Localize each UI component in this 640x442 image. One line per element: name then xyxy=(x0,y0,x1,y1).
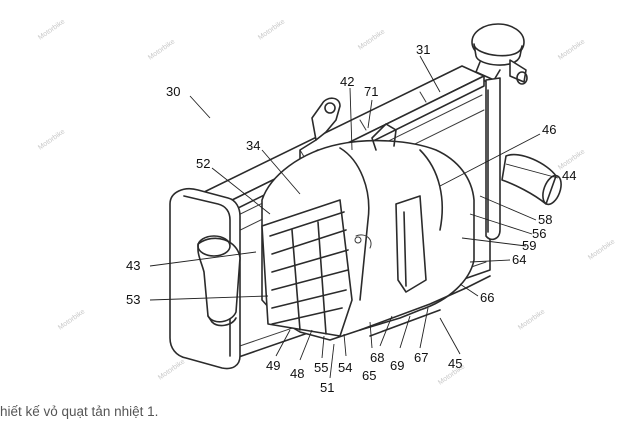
ref-58: 58 xyxy=(538,212,552,227)
louvered-grille xyxy=(261,199,353,337)
ref-71: 71 xyxy=(364,84,378,99)
svg-text:Motorbike: Motorbike xyxy=(517,308,546,331)
svg-text:Motorbike: Motorbike xyxy=(37,128,66,151)
ref-66: 66 xyxy=(480,290,494,305)
ref-65: 65 xyxy=(362,368,376,383)
ref-31: 31 xyxy=(416,42,430,57)
ref-69: 69 xyxy=(390,358,404,373)
ref-52: 52 xyxy=(196,156,210,171)
ref-49: 49 xyxy=(266,358,280,373)
outlet-hose-44 xyxy=(501,153,562,206)
ref-45: 45 xyxy=(448,356,462,371)
svg-text:Motorbike: Motorbike xyxy=(147,38,176,61)
ref-42: 42 xyxy=(340,74,354,89)
radiator-patent-figure: Motorbike Motorbike Motorbike Motorbike … xyxy=(37,18,616,395)
ref-53: 53 xyxy=(126,292,140,307)
ref-30: 30 xyxy=(166,84,180,99)
ref-55: 55 xyxy=(314,360,328,375)
radiator-cap xyxy=(471,23,528,85)
svg-text:Motorbike: Motorbike xyxy=(57,308,86,331)
ref-54: 54 xyxy=(338,360,352,375)
ref-59: 59 xyxy=(522,238,536,253)
svg-text:Motorbike: Motorbike xyxy=(557,38,586,61)
ref-48: 48 xyxy=(290,366,304,381)
ref-67: 67 xyxy=(414,350,428,365)
svg-text:Motorbike: Motorbike xyxy=(37,18,66,41)
svg-text:Motorbike: Motorbike xyxy=(157,358,186,381)
ref-44: 44 xyxy=(562,168,576,183)
ref-64: 64 xyxy=(512,252,526,267)
svg-text:Motorbike: Motorbike xyxy=(257,18,286,41)
leader-lines xyxy=(149,55,559,379)
side-duct xyxy=(395,195,427,293)
ref-56: 56 xyxy=(532,226,546,241)
ref-68: 68 xyxy=(370,350,384,365)
ref-51: 51 xyxy=(320,380,334,395)
svg-text:Motorbike: Motorbike xyxy=(587,238,616,261)
ref-46: 46 xyxy=(542,122,556,137)
bottom-bracket xyxy=(359,275,491,337)
reference-numerals: 30 31 34 42 43 44 45 46 48 49 51 52 53 5… xyxy=(126,42,576,395)
ref-43: 43 xyxy=(126,258,140,273)
ref-34: 34 xyxy=(246,138,260,153)
figure-caption: hiết kế vỏ quạt tản nhiệt 1. xyxy=(0,404,159,419)
inlet-hose-43 xyxy=(197,235,241,327)
svg-text:Motorbike: Motorbike xyxy=(357,28,386,51)
